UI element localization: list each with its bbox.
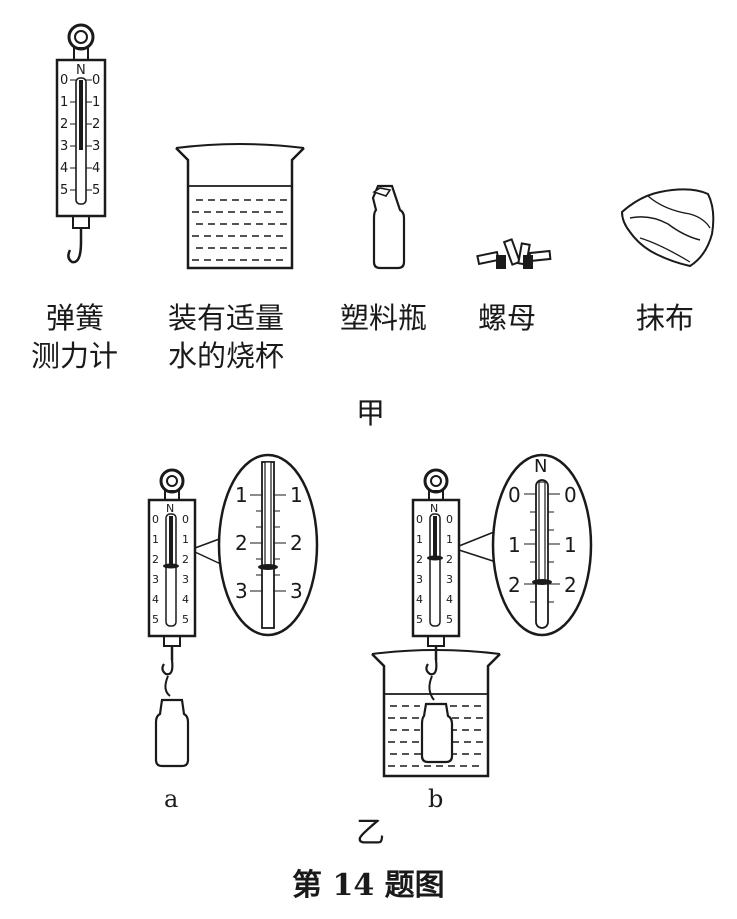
svg-text:2: 2 (60, 117, 68, 132)
svg-text:N: N (166, 502, 174, 515)
svg-text:3: 3 (416, 573, 423, 586)
zoom-view-b: N 0 1 2 0 1 2 (491, 453, 593, 637)
svg-text:N: N (430, 502, 438, 515)
svg-text:4: 4 (60, 161, 68, 176)
svg-text:2: 2 (152, 553, 159, 566)
svg-text:3: 3 (92, 139, 100, 154)
label-b: b (428, 785, 444, 813)
svg-text:N: N (534, 456, 547, 477)
svg-text:0: 0 (92, 73, 100, 88)
svg-text:0: 0 (60, 73, 68, 88)
label-spring-scale-line1: 弹簧 (46, 301, 105, 335)
svg-text:0: 0 (152, 513, 159, 526)
svg-text:2: 2 (508, 573, 521, 597)
svg-text:1: 1 (446, 533, 453, 546)
nuts-jia (476, 238, 552, 269)
svg-text:2: 2 (564, 573, 577, 597)
svg-text:5: 5 (182, 613, 189, 626)
label-plastic-bottle: 塑料瓶 (340, 301, 428, 335)
label-a: a (164, 785, 179, 813)
svg-text:3: 3 (235, 579, 248, 603)
svg-text:1: 1 (92, 95, 100, 110)
svg-text:3: 3 (446, 573, 453, 586)
svg-text:5: 5 (152, 613, 159, 626)
svg-text:2: 2 (416, 553, 423, 566)
spring-scale-a: N 0 1 2 3 4 5 0 1 2 3 4 5 (147, 468, 226, 768)
svg-text:2: 2 (182, 553, 189, 566)
svg-text:0: 0 (182, 513, 189, 526)
label-jia: 甲 (356, 396, 386, 430)
zoom-view-a: 1 2 3 1 2 3 (217, 453, 319, 637)
svg-text:1: 1 (60, 95, 68, 110)
svg-text:4: 4 (92, 161, 100, 176)
svg-text:1: 1 (235, 483, 248, 507)
svg-text:3: 3 (152, 573, 159, 586)
label-beaker-line1: 装有适量 (168, 301, 285, 335)
spring-scale-jia: N 0 1 2 3 4 5 0 1 2 3 4 5 (55, 23, 107, 264)
spring-scale-b: N 0 1 2 3 4 5 0 1 2 3 4 5 (411, 468, 497, 701)
label-spring-scale-line2: 测力计 (31, 339, 119, 373)
svg-text:2: 2 (446, 553, 453, 566)
svg-text:5: 5 (416, 613, 423, 626)
svg-text:1: 1 (564, 533, 577, 557)
svg-text:4: 4 (446, 593, 453, 606)
svg-text:5: 5 (60, 183, 68, 198)
svg-text:0: 0 (416, 513, 423, 526)
svg-text:1: 1 (508, 533, 521, 557)
svg-text:0: 0 (508, 483, 521, 507)
svg-text:4: 4 (152, 593, 159, 606)
label-yi: 乙 (356, 815, 386, 849)
svg-text:0: 0 (446, 513, 453, 526)
svg-text:3: 3 (290, 579, 303, 603)
figure-caption: 第 14 题图 (292, 868, 445, 903)
svg-text:1: 1 (182, 533, 189, 546)
svg-text:2: 2 (290, 531, 303, 555)
label-beaker-line2: 水的烧杯 (168, 339, 285, 373)
svg-text:4: 4 (416, 593, 423, 606)
scale-numbers-right: 0 1 2 3 4 5 (92, 73, 100, 198)
svg-text:1: 1 (290, 483, 303, 507)
svg-text:2: 2 (92, 117, 100, 132)
label-cloth: 抹布 (636, 301, 695, 335)
svg-text:3: 3 (60, 139, 68, 154)
svg-text:4: 4 (182, 593, 189, 606)
scale-numbers-left: 0 1 2 3 4 5 (60, 73, 68, 198)
beaker-b (371, 649, 501, 778)
svg-text:5: 5 (92, 183, 100, 198)
svg-text:1: 1 (152, 533, 159, 546)
svg-text:1: 1 (416, 533, 423, 546)
cloth-jia (620, 188, 715, 268)
plastic-bottle-jia (371, 184, 406, 270)
label-nuts: 螺母 (478, 301, 537, 335)
svg-text:0: 0 (564, 483, 577, 507)
beaker-jia (175, 143, 305, 270)
svg-text:5: 5 (446, 613, 453, 626)
svg-text:3: 3 (182, 573, 189, 586)
svg-text:2: 2 (235, 531, 248, 555)
unit-label: N (76, 63, 86, 78)
